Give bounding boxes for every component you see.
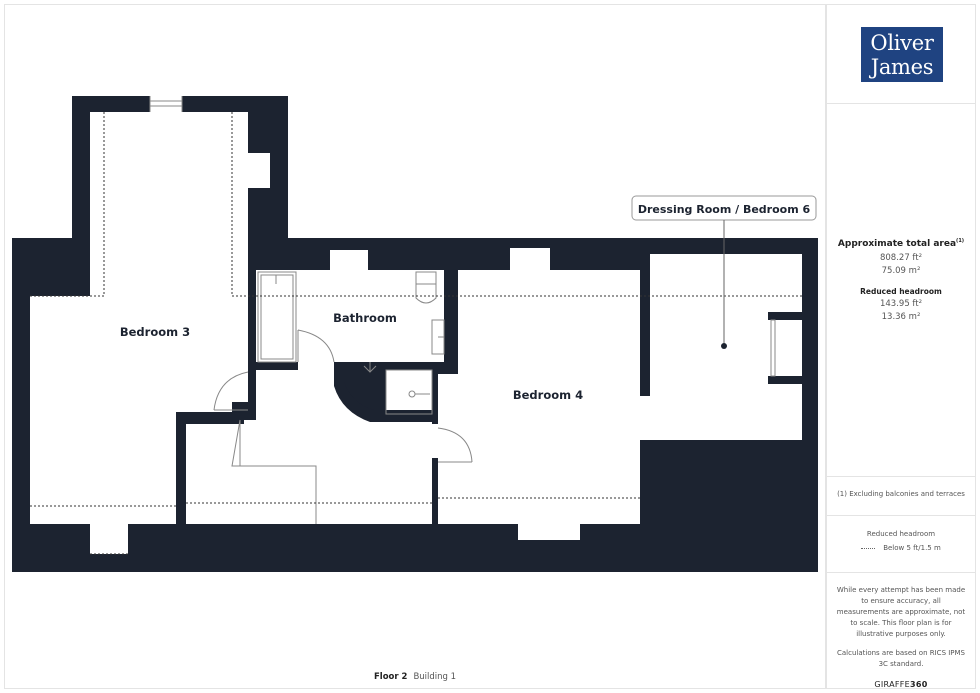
shower: [386, 370, 432, 414]
reduced-m2: 13.36 m²: [881, 312, 921, 322]
reduced-headroom-title: Reduced headroom: [860, 287, 942, 296]
dotted-line-icon: [861, 547, 876, 549]
area-section: Approximate total area(1) 808.27 ft² 75.…: [827, 104, 975, 477]
area-m2: 75.09 m²: [881, 266, 921, 276]
area-title: Approximate total area(1): [837, 238, 965, 249]
logo-line-2: James: [870, 55, 934, 79]
footnote-section: (1) Excluding balconies and terraces: [827, 477, 975, 516]
floor-label: Floor 2: [373, 672, 408, 682]
legend-title: Reduced headroom: [866, 530, 936, 538]
room-landing: [186, 362, 438, 524]
room-label-bedroom-4: Bedroom 4: [513, 388, 583, 402]
dressing-room-callout: Dressing Room / Bedroom 6: [631, 195, 817, 349]
room-label-dressing-room: Dressing Room / Bedroom 6: [638, 203, 811, 216]
disclaimer-section: While every attempt has been made to ens…: [827, 573, 975, 690]
room-bedroom-4: [432, 248, 640, 540]
room-bathroom: [256, 250, 444, 368]
area-ft2: 808.27 ft²: [879, 253, 923, 263]
disclaimer: While every attempt has been made to ens…: [836, 586, 966, 638]
floor-caption: Floor 2 Building 1: [0, 672, 830, 682]
calculations-note: Calculations are based on RICS IPMS 3C s…: [836, 649, 966, 668]
logo-line-1: Oliver: [870, 31, 934, 55]
logo-section: Oliver James: [827, 5, 975, 104]
floorplan-drawing: Bedroom 3 Bathroom Bedroom 4 Dressing Ro…: [12, 96, 818, 572]
legend-item: Below 5 ft/1.5 m: [827, 544, 975, 552]
room-bedroom-3: [30, 112, 270, 524]
room-label-bedroom-3: Bedroom 3: [120, 325, 190, 339]
legend-section: Reduced headroom Below 5 ft/1.5 m: [827, 516, 975, 573]
room-dressing: [640, 254, 802, 440]
footnote: (1) Excluding balconies and terraces: [837, 490, 965, 498]
oliver-james-logo: Oliver James: [861, 27, 943, 82]
room-label-bathroom: Bathroom: [333, 311, 397, 325]
building-label: Building 1: [413, 672, 457, 682]
giraffe360-brand: GIRAFFE360: [874, 680, 928, 689]
reduced-ft2: 143.95 ft²: [879, 299, 923, 309]
info-panel: Oliver James Approximate total area(1) 8…: [826, 4, 976, 689]
